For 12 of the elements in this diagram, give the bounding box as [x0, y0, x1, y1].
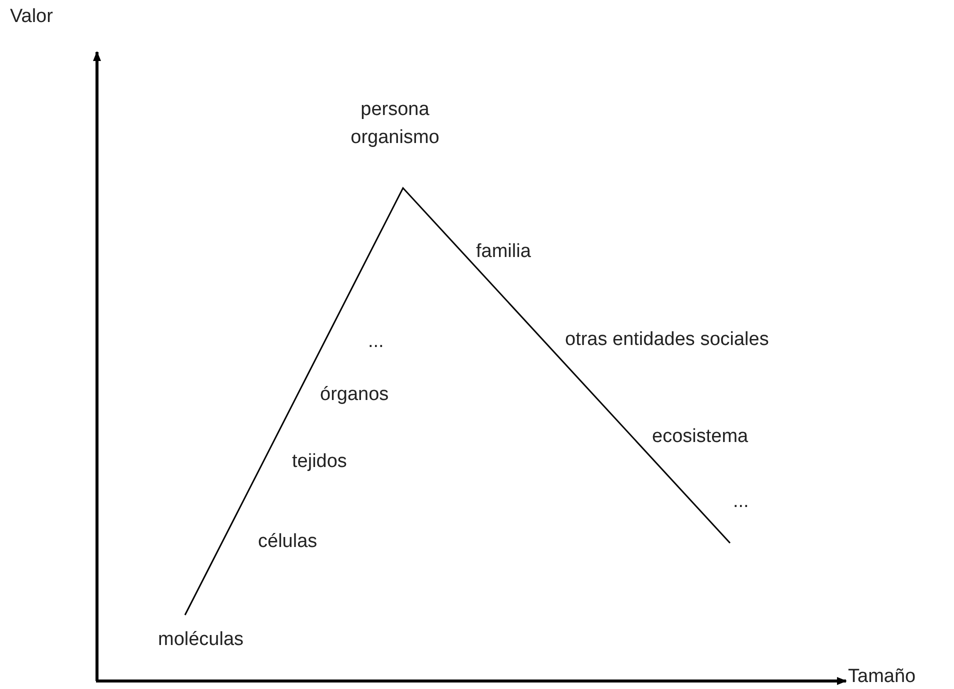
- level-label: ecosistema: [652, 425, 748, 449]
- ellipsis-label: ...: [368, 330, 384, 354]
- level-label: células: [258, 530, 318, 554]
- ellipsis-label: ...: [733, 490, 749, 514]
- level-label: moléculas: [158, 628, 244, 652]
- axis-label: Tamaño: [848, 665, 916, 689]
- level-label: otras entidades sociales: [565, 328, 769, 352]
- level-label: órganos: [320, 383, 389, 407]
- level-label: familia: [476, 240, 531, 264]
- axis-label: Valor: [10, 5, 53, 29]
- level-label: tejidos: [292, 450, 347, 474]
- level-label: persona organismo: [350, 98, 440, 150]
